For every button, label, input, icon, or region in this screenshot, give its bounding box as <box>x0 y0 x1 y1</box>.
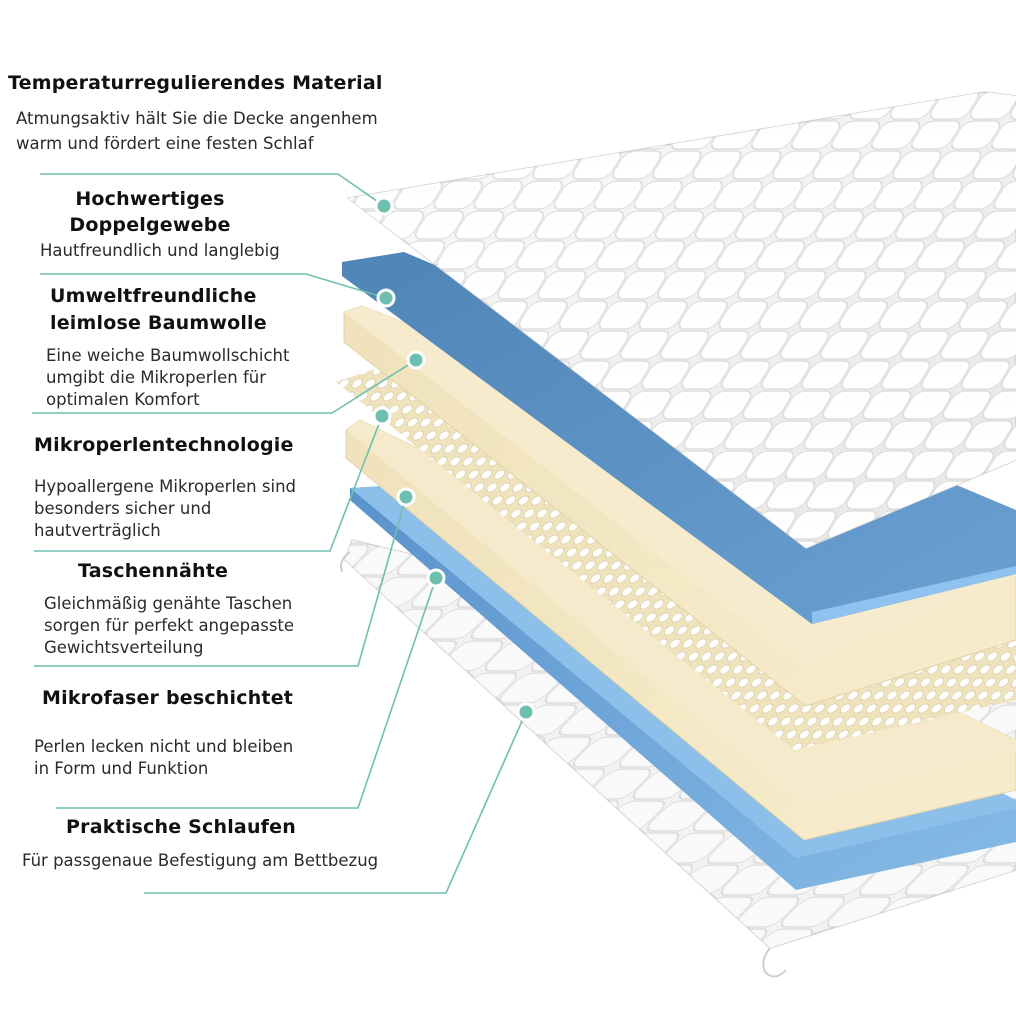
connector-5 <box>34 496 407 667</box>
feature-3-title-line-2: leimlose Baumwolle <box>50 312 267 334</box>
feature-7-title: Praktische Schlaufen <box>66 816 296 838</box>
feature-3-description-line-3: optimalen Komfort <box>46 390 200 409</box>
marker-4 <box>372 406 392 426</box>
feature-6-description-line-2: in Form und Funktion <box>34 759 209 778</box>
connector-3 <box>32 359 417 414</box>
connector-2 <box>40 273 387 299</box>
connector-lines <box>32 173 527 894</box>
feature-5-description-line-2: sorgen für perfekt angepasste <box>44 616 295 635</box>
feature-3-description-line-2: umgibt die Mikroperlen für <box>46 368 267 387</box>
marker-1 <box>374 196 394 216</box>
feature-6-title: Mikrofaser beschichtet <box>42 687 294 709</box>
feature-4-title: Mikroperlentechnologie <box>34 434 294 456</box>
feature-6-description-line-1: Perlen lecken nicht und bleiben <box>34 737 294 756</box>
feature-5-description-line-3: Gewichtsverteilung <box>44 638 204 657</box>
connector-dots <box>372 196 536 722</box>
marker-3 <box>406 350 426 370</box>
feature-1-title: Temperaturregulierendes Material <box>8 72 383 94</box>
feature-4-description-line-3: hautverträglich <box>34 521 161 540</box>
feature-2-description-line-1: Hautfreundlich und langlebig <box>40 241 280 260</box>
marker-5 <box>396 487 416 507</box>
feature-1-description-line-1: Atmungsaktiv hält Sie die Decke angenhem <box>16 109 378 128</box>
marker-2 <box>376 288 396 308</box>
feature-7-description-line-1: Für passgenaue Befestigung am Bettbezug <box>22 851 379 870</box>
marker-6 <box>426 568 446 588</box>
connector-7 <box>144 711 527 894</box>
feature-2-title-line-2: Doppelgewebe <box>69 214 231 236</box>
feature-1-description-line-2: warm und fördert eine festen Schlaf <box>16 134 314 153</box>
marker-7 <box>516 702 536 722</box>
top-quilt-layer <box>346 91 1016 549</box>
connector-1 <box>40 173 385 207</box>
feature-5-description-line-1: Gleichmäßig genähte Taschen <box>44 594 293 613</box>
feature-4-description-line-2: besonders sicher und <box>34 499 212 518</box>
connector-4 <box>34 415 383 552</box>
feature-3-title-line-1: Umweltfreundliche <box>50 285 257 307</box>
feature-3-description-line-1: Eine weiche Baumwollschicht <box>46 346 290 365</box>
feature-5-title: Taschennähte <box>78 560 229 582</box>
connector-6 <box>56 577 437 809</box>
feature-2-title-line-1: Hochwertiges <box>75 188 225 210</box>
feature-4-description-line-1: Hypoallergene Mikroperlen sind <box>34 477 296 496</box>
